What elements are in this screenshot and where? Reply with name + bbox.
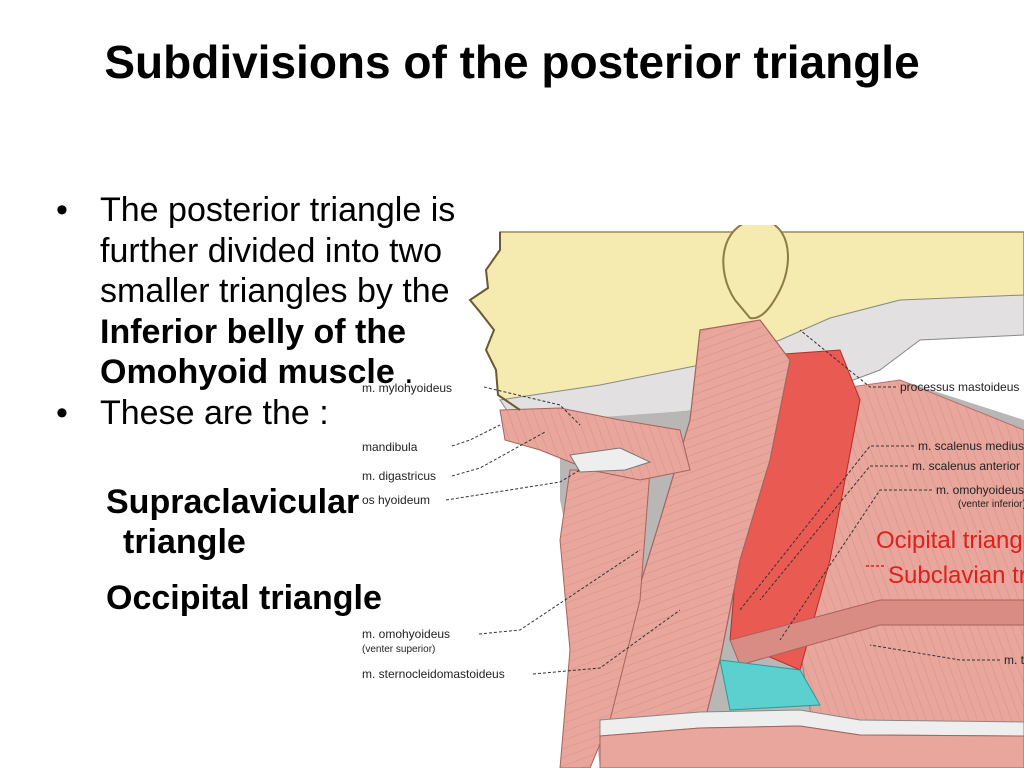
bullet-item-2: • These are the : [56,393,496,434]
label-scalenus-anterior: m. scalenus anterior [912,459,1020,473]
pectoral-muscles [599,725,1024,768]
label-scalenus-medius: m. scalenus medius [918,439,1024,453]
ear [722,225,789,320]
left-leader-lines [445,386,681,675]
label-omohyoideus-superior: m. omohyoideus [362,627,450,641]
subclavian-artery-region [719,659,821,711]
subitem-occipital: Occipital triangle [106,579,382,617]
subitem-supraclavicular: Supraclavicular triangle [106,482,406,562]
label-occipital-triangle: Ocipital triangle [876,527,1024,554]
bullet-1-end: . [394,353,414,391]
label-omohyoideus-superior-sub: (venter superior) [362,644,435,655]
bullet-marker: • [56,393,68,432]
label-trapezius: m. trapezius [1004,653,1024,667]
right-leader-lines [739,329,1000,661]
bullet-2-text: These are the : [100,393,329,432]
label-digastricus: m. digastricus [362,469,436,483]
bullet-item-1: • The posterior triangle is further divi… [56,190,496,393]
bullet-1-text: The posterior triangle is further divide… [100,191,456,310]
bullet-1-emphasis: Inferior belly of the Omohyoid muscle [100,312,407,392]
label-mandibula: mandibula [362,440,418,454]
subitem-supraclavicular-line1: Supraclavicular [106,483,360,521]
label-omohyoideus-inferior-sub: (venter inferior) [958,499,1024,510]
label-hyoideum: os hyoideum [362,493,430,507]
label-mylohyoideus: m. mylohyoideus [362,381,452,395]
label-sternocleidomastoideus: m. sternocleidomastoideus [362,667,505,681]
face-profile [468,232,521,411]
bullet-list: • The posterior triangle is further divi… [56,190,496,433]
label-omohyoideus-inferior: m. omohyoideus [936,483,1024,497]
label-subclavian-triangle: Subclavian triangle [888,562,1024,589]
label-processus-mastoideus: processus mastoideus [900,380,1019,394]
slide-title: Subdivisions of the posterior triangle [104,36,920,88]
bullet-marker: • [56,191,68,229]
subitem-supraclavicular-line2: triangle [123,523,246,561]
hyoid-bone [569,447,652,473]
